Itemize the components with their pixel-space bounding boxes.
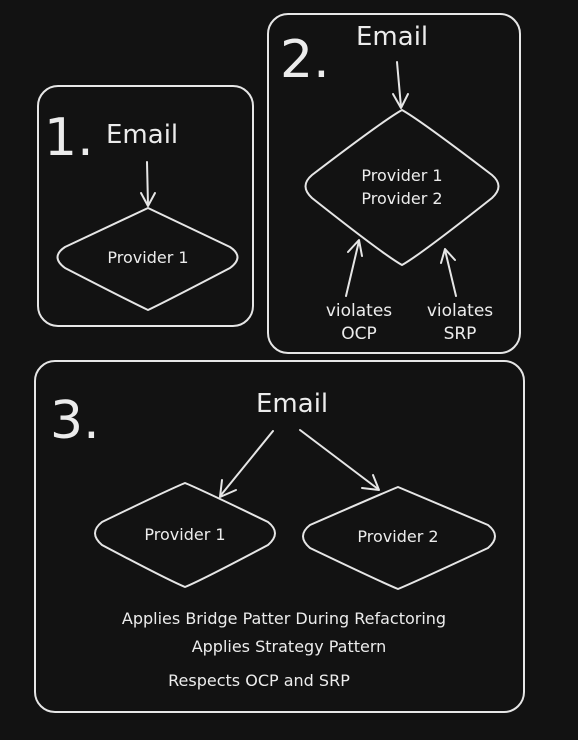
panel-1: 1. Email Provider 1: [37, 85, 254, 327]
panel-2-arrow: [392, 61, 409, 109]
panel-2-arrow-ocp: [345, 239, 363, 297]
panel-2-provider-label-2: Provider 2: [361, 189, 442, 208]
panel-3-caption-3: Respects OCP and SRP: [168, 671, 350, 690]
panel-2-arrow-ocp-shaft: [345, 240, 360, 297]
panel-3-arrow-left-shaft: [220, 430, 274, 496]
panel-3-provider-2-diamond: [302, 486, 496, 590]
panel-1-provider-label: Provider 1: [107, 248, 188, 267]
panel-1-provider-diamond: [56, 207, 239, 311]
panel-3-caption-1: Applies Bridge Patter During Refactoring: [122, 609, 446, 628]
panel-2-note-ocp-line1: violates: [326, 301, 392, 321]
panel-2-number: 2.: [280, 30, 330, 90]
panel-2-email-label: Email: [356, 22, 428, 52]
panel-1-email-label: Email: [106, 120, 178, 150]
panel-3-arrow-left-head: [219, 479, 237, 498]
panel-1-arrow: [140, 161, 156, 207]
panel-3: 3. Email Provider 1 Provider 2 Applies B…: [34, 360, 525, 713]
panel-2-arrow-ocp-head: [347, 239, 363, 257]
panel-2-note-ocp-line2: OCP: [341, 324, 377, 344]
panel-2-arrow-head: [392, 93, 409, 109]
panel-2-note-srp-line1: violates: [427, 301, 493, 321]
panel-3-arrow-right: [299, 429, 380, 491]
panel-3-arrow-right-head: [361, 474, 380, 491]
panel-1-arrow-head: [140, 192, 156, 207]
panel-1-number: 1.: [44, 108, 94, 168]
panel-3-provider-1-label: Provider 1: [144, 525, 225, 544]
panel-2-arrow-srp-head: [440, 248, 456, 264]
panel-2: 2. Email Provider 1 Provider 2 violates …: [267, 13, 521, 354]
panel-3-arrow-right-shaft: [299, 429, 379, 490]
panel-1-frame: [37, 85, 254, 327]
panel-3-caption-2: Applies Strategy Pattern: [192, 637, 387, 656]
panel-3-provider-2-label: Provider 2: [357, 527, 438, 546]
panel-2-provider-diamond: [304, 109, 500, 266]
panel-2-arrow-srp: [440, 248, 457, 297]
panel-2-arrow-shaft: [396, 61, 402, 108]
panel-2-arrow-srp-shaft: [444, 249, 457, 297]
panel-3-email-label: Email: [256, 389, 328, 419]
panel-2-provider-label-1: Provider 1: [361, 166, 442, 185]
panel-3-provider-1-diamond: [94, 482, 276, 588]
panel-1-arrow-shaft: [146, 161, 149, 206]
panel-2-frame: [267, 13, 521, 354]
panel-2-note-srp-line2: SRP: [444, 324, 477, 344]
panel-3-arrow-left: [219, 430, 274, 498]
panel-3-frame: [34, 360, 525, 713]
panel-3-number: 3.: [50, 391, 100, 451]
